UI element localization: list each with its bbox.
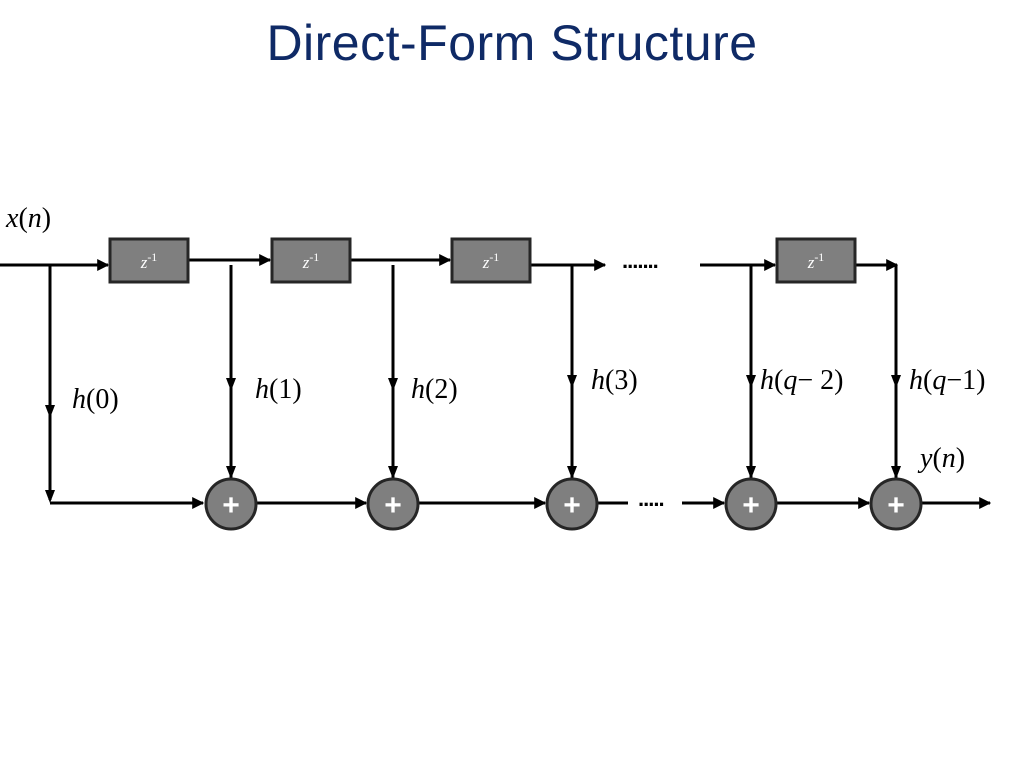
- delay-block-1: z-1: [108, 237, 190, 284]
- delay-label: z-1: [140, 250, 158, 272]
- adder-symbol: +: [222, 489, 240, 522]
- adder-symbol: +: [563, 489, 581, 522]
- adder-symbol: +: [742, 489, 760, 522]
- delay-block-3: z-1: [450, 237, 532, 284]
- tap-arrow-3-end: [567, 466, 577, 479]
- tap-arrow-1-end: [226, 466, 236, 479]
- tap-arrow-5-end: [891, 466, 901, 479]
- tap-arrow-2-end: [388, 466, 398, 479]
- tap-arrow-4-mid: [746, 375, 756, 388]
- tap-arrow-3-mid: [567, 375, 577, 388]
- tap-arrow-5-mid: [891, 375, 901, 388]
- adder-1: +: [204, 477, 258, 531]
- signal-wires: [0, 254, 992, 509]
- adder-3: +: [545, 477, 599, 531]
- coef-label-0: h(0): [72, 384, 119, 415]
- adder-symbol: +: [384, 489, 402, 522]
- page-title: Direct-Form Structure: [266, 15, 758, 71]
- coef-label-3: h(3): [591, 365, 638, 396]
- coef-label-4: h(q− 2): [760, 365, 843, 396]
- delay-label: z-1: [482, 250, 500, 272]
- delay-block-4: z-1: [775, 237, 857, 284]
- coef-label-1: h(1): [255, 374, 302, 405]
- tap-arrow-1-mid: [226, 378, 236, 391]
- tap-arrow-2-mid: [388, 378, 398, 391]
- adder-5: +: [869, 477, 923, 531]
- tap-arrow-0-end: [45, 490, 55, 503]
- adder-4: +: [724, 477, 778, 531]
- output-label: y(n): [917, 443, 965, 474]
- delay-label: z-1: [302, 250, 320, 272]
- tap-arrow-4-end: [746, 466, 756, 479]
- ellipsis-top: .......: [622, 248, 658, 273]
- delay-block-2: z-1: [270, 237, 352, 284]
- adder-2: +: [366, 477, 420, 531]
- ellipsis-bottom: .....: [638, 486, 664, 511]
- delay-label: z-1: [807, 250, 825, 272]
- adder-symbol: +: [887, 489, 905, 522]
- tap-arrowheads: [45, 375, 901, 503]
- input-label: x(n): [5, 203, 51, 234]
- coef-label-5: h(q−1): [909, 365, 985, 396]
- tap-arrow-0-mid: [45, 405, 55, 418]
- coef-label-2: h(2): [411, 374, 458, 405]
